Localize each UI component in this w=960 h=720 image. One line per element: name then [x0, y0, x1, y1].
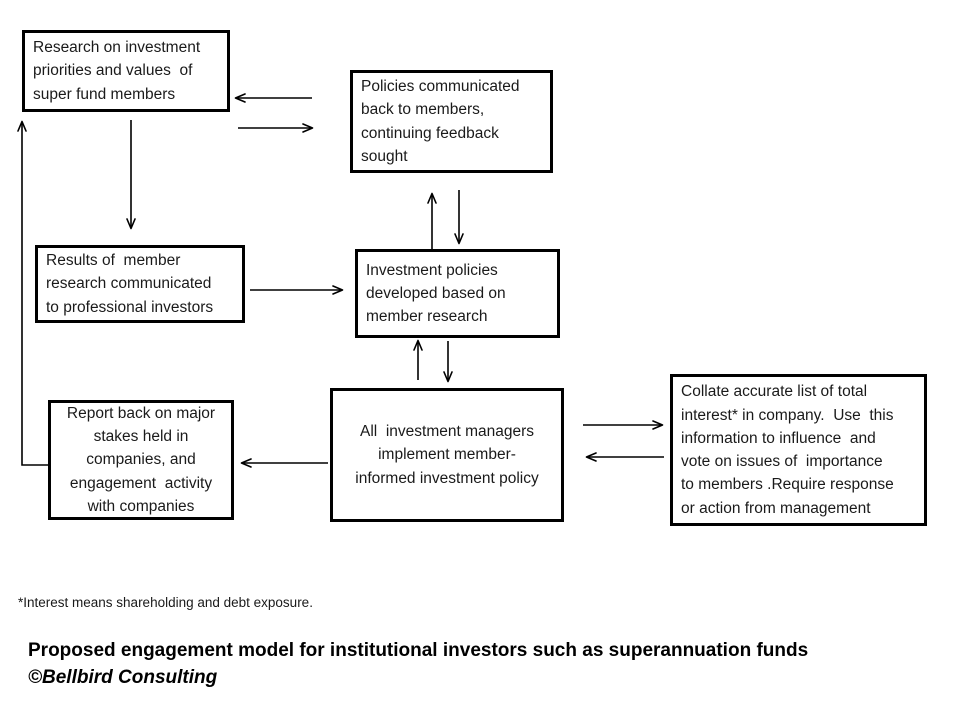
node-line: with companies — [87, 497, 195, 515]
node-line: Report back on major — [66, 404, 216, 422]
node-line: implement member- — [378, 446, 516, 464]
node-line: information to influence and — [681, 429, 876, 447]
node-line: vote on issues of importance — [681, 453, 883, 470]
node-line: engagement activity — [69, 474, 213, 492]
node-line: super fund members — [33, 85, 176, 103]
node-line: continuing feedback — [361, 124, 499, 142]
node-line: to professional investors — [46, 298, 214, 316]
node-policies-communicated: Policies communicated back to members, c… — [350, 70, 553, 173]
footnote-text: *Interest means shareholding and debt ex… — [18, 595, 313, 610]
diagram-credit: ©Bellbird Consulting — [28, 667, 218, 688]
diagram-title: Proposed engagement model for institutio… — [28, 640, 809, 661]
node-line: stakes held in — [93, 428, 189, 446]
node-line: priorities and values of — [33, 62, 193, 80]
node-line: sought — [361, 147, 408, 165]
node-line: research communicated — [46, 275, 212, 293]
node-results-of-member-research: Results of member research communicated … — [35, 245, 245, 323]
node-line: back to members, — [361, 101, 485, 119]
node-line: interest* in company. Use this — [681, 406, 894, 424]
node-line: Collate accurate list of total — [681, 383, 868, 401]
node-report-back-on-major-stakes: Report back on major stakes held in comp… — [48, 400, 234, 520]
node-collate-accurate-list: Collate accurate list of total interest*… — [670, 374, 927, 526]
node-line: Research on investment — [33, 39, 201, 57]
node-line: All investment managers — [359, 423, 535, 441]
node-line: member research — [366, 308, 488, 326]
node-line: developed based on — [366, 284, 506, 302]
node-line: or action from management — [681, 499, 871, 517]
node-line: Investment policies — [366, 261, 498, 279]
node-line: companies, and — [86, 451, 196, 469]
node-line: informed investment policy — [355, 469, 539, 487]
node-line: Results of member — [46, 252, 181, 270]
node-line: Policies communicated — [361, 78, 520, 95]
connector-report-to-research — [17, 120, 48, 466]
node-research-on-investment: Research on investment priorities and va… — [22, 30, 230, 112]
node-line: to members .Require response — [681, 476, 894, 494]
node-investment-policies-developed: Investment policies developed based on m… — [355, 249, 560, 338]
node-all-investment-managers: All investment managers implement member… — [330, 388, 564, 522]
